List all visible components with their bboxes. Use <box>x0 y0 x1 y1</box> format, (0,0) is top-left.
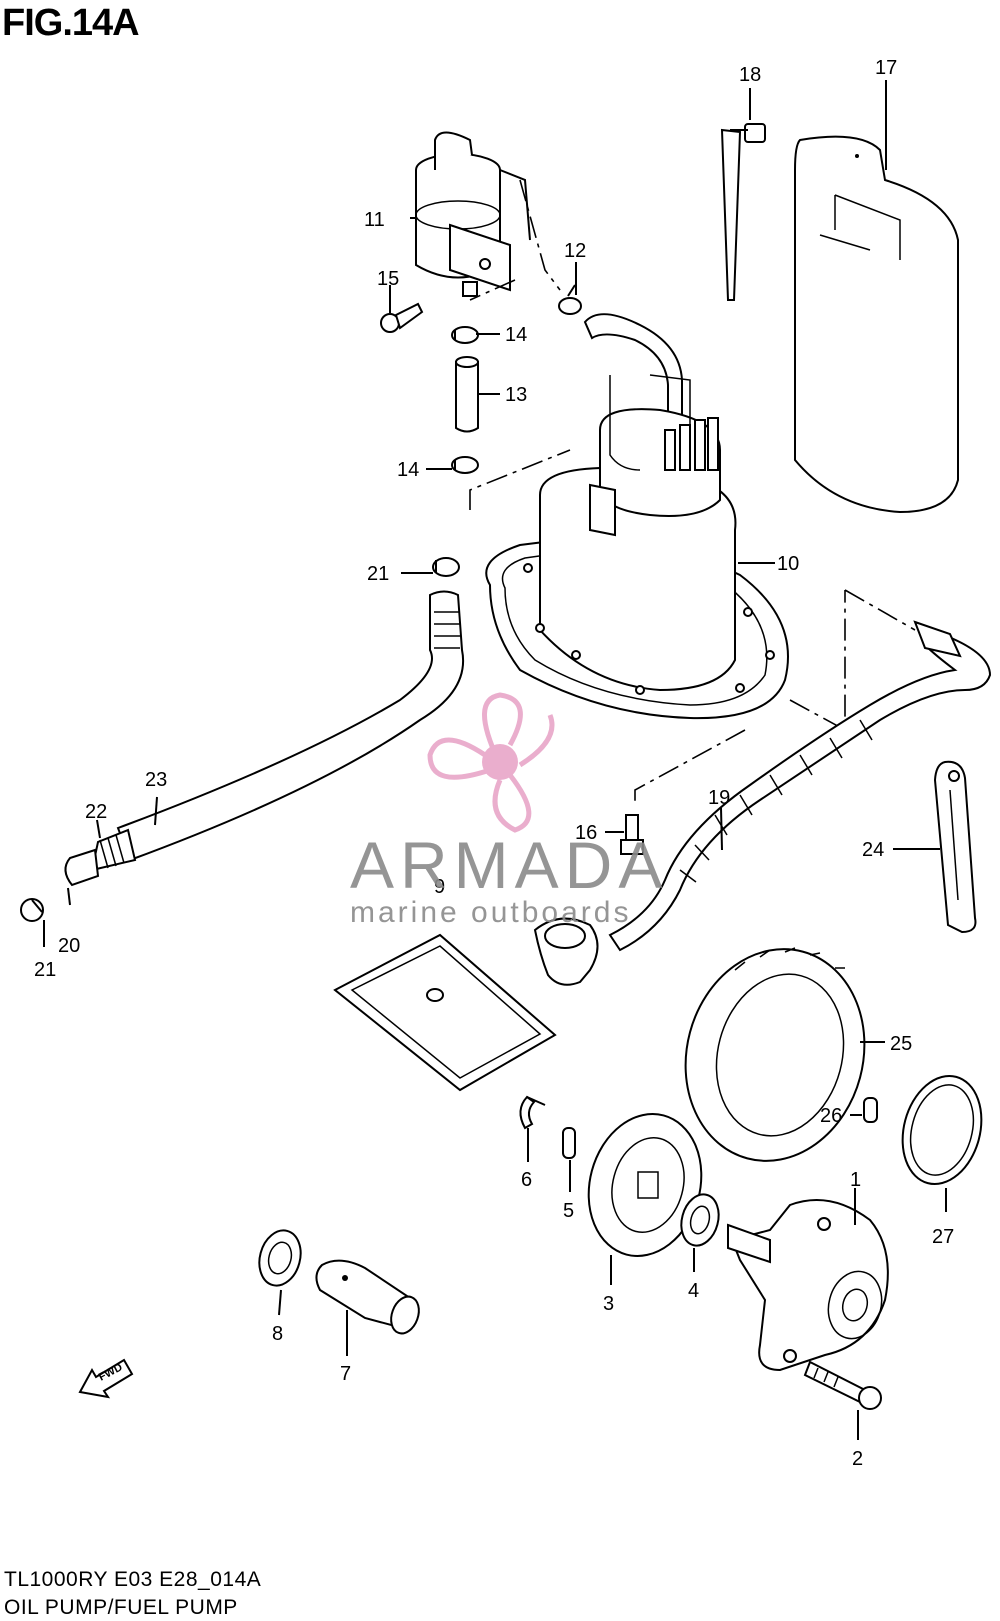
part-16-bolt <box>620 814 644 855</box>
part-22-hose-end <box>90 828 137 872</box>
callout-15: 15 <box>377 268 399 290</box>
part-7-shaft <box>315 1259 420 1335</box>
part-20-joint <box>64 848 100 887</box>
part-8-o-ring <box>258 1229 302 1287</box>
callout-6: 6 <box>521 1169 532 1191</box>
part-23-fuel-hose <box>116 590 465 862</box>
part-5-pin <box>562 1127 576 1159</box>
callout-8: 8 <box>272 1323 283 1345</box>
callout-7: 7 <box>340 1363 351 1385</box>
callout-4: 4 <box>688 1280 699 1302</box>
part-15-screw <box>380 302 424 333</box>
part-26-pin <box>863 1097 878 1123</box>
callout-17: 17 <box>875 57 897 79</box>
callout-14-lower: 14 <box>397 459 419 481</box>
part-1-oil-pump <box>727 1199 889 1372</box>
part-13-hose <box>455 356 479 433</box>
part-11-regulator <box>415 131 531 297</box>
part-6-clip <box>519 1095 546 1130</box>
fuel-hose-top <box>583 313 683 421</box>
callout-labels: 1 2 3 4 5 6 7 8 9 10 11 12 13 14 14 15 1… <box>34 57 954 1470</box>
watermark-logo: ARMADA marine outboards <box>350 692 668 929</box>
figure-title: FIG.14A <box>2 2 140 44</box>
callout-27: 27 <box>932 1226 954 1248</box>
watermark-brand: ARMADA <box>350 828 668 902</box>
callout-21-upper: 21 <box>367 563 389 585</box>
callout-14-upper: 14 <box>505 324 527 346</box>
callout-13: 13 <box>505 384 527 406</box>
part-21-clamp-lower <box>20 898 44 922</box>
part-17-fuel-tank <box>794 135 959 514</box>
part-19-wire-harness <box>533 620 992 986</box>
callout-5: 5 <box>563 1200 574 1222</box>
fwd-arrow-icon: FWD <box>78 1358 134 1399</box>
callout-21-lower: 21 <box>34 959 56 981</box>
callout-3: 3 <box>603 1293 614 1315</box>
callout-24: 24 <box>862 839 884 861</box>
callout-2: 2 <box>852 1448 863 1470</box>
callout-19: 19 <box>708 787 730 809</box>
callout-12: 12 <box>564 240 586 262</box>
part-4-washer <box>680 1193 720 1247</box>
model-code: TL1000RY E03 E28_014A <box>4 1568 262 1591</box>
part-18-clip <box>720 123 766 301</box>
callout-11: 11 <box>364 209 385 231</box>
callout-9: 9 <box>434 876 445 898</box>
callout-10: 10 <box>777 553 799 575</box>
part-3-drive-gear <box>587 1113 703 1257</box>
part-9-gasket <box>333 933 557 1092</box>
callout-22: 22 <box>85 801 107 823</box>
diagram-caption: OIL PUMP/FUEL PUMP <box>4 1596 238 1619</box>
callout-23: 23 <box>145 769 167 791</box>
guide-line-19 <box>789 589 916 732</box>
guide-line-14 <box>469 449 571 510</box>
leader-lines <box>43 80 947 1440</box>
part-14-clamp-upper <box>451 326 479 344</box>
callout-25: 25 <box>890 1033 912 1055</box>
part-24-bracket <box>933 760 977 934</box>
guide-line-12 <box>519 179 561 291</box>
guide-line-15 <box>469 279 516 301</box>
part-2-screw <box>803 1360 882 1410</box>
part-25-driven-gear <box>684 947 866 1162</box>
callout-1: 1 <box>850 1169 861 1191</box>
callout-18: 18 <box>739 64 761 86</box>
part-27-circlip <box>901 1074 983 1186</box>
callout-26: 26 <box>820 1105 842 1127</box>
part-21-clamp-upper <box>432 557 460 577</box>
part-12-clamp <box>558 284 582 315</box>
callout-20: 20 <box>58 935 80 957</box>
watermark-tagline: marine outboards <box>350 896 631 929</box>
part-10-fuel-pump <box>485 374 789 720</box>
guide-line-16 <box>634 729 746 805</box>
callout-16: 16 <box>575 822 597 844</box>
part-14-clamp-lower <box>451 456 479 474</box>
propeller-icon <box>427 692 555 833</box>
